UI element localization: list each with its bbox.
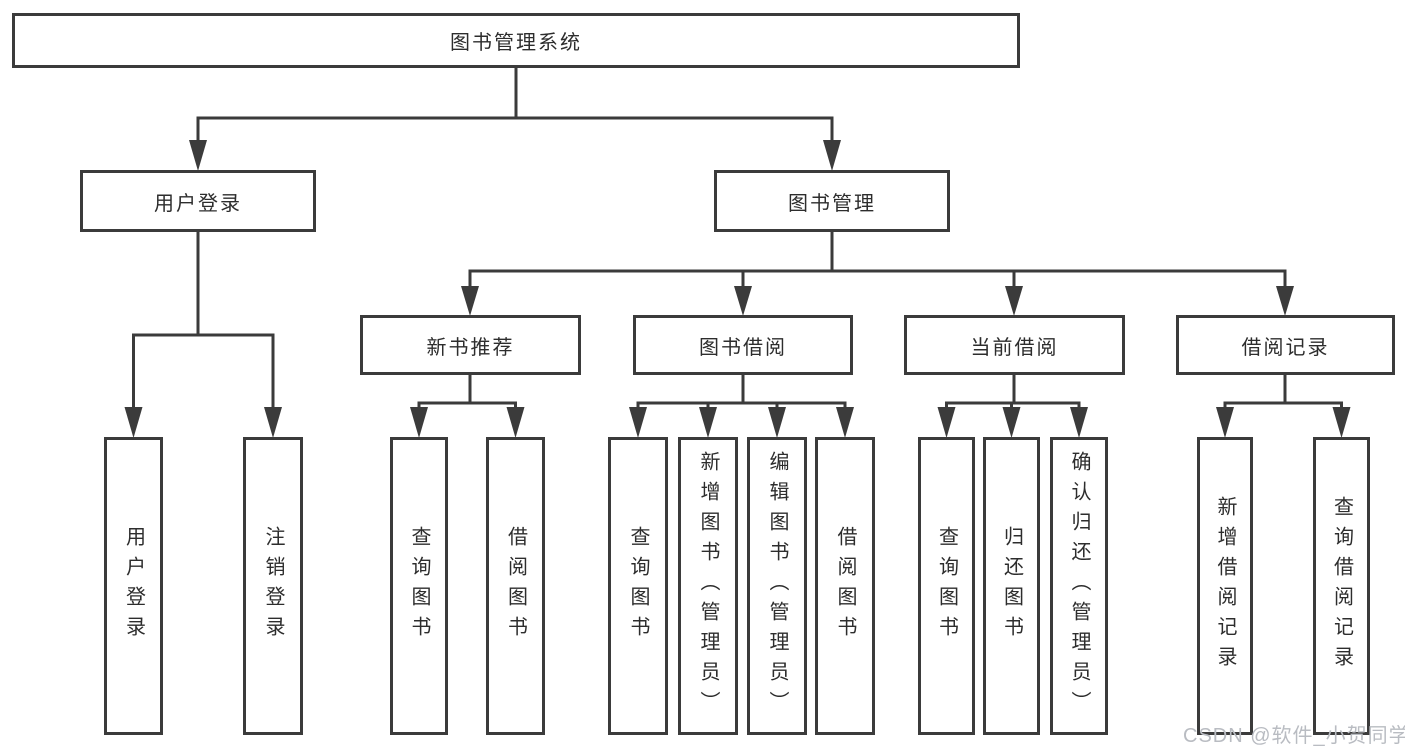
node-login-label: 用户登录	[122, 526, 145, 646]
node-query-books-current-label: 查询图书	[935, 526, 958, 646]
node-logout: 注销登录	[243, 437, 303, 735]
node-library-system-label: 图书管理系统	[450, 32, 582, 54]
node-current-borrowing-label: 当前借阅	[970, 336, 1059, 359]
node-query-borrow-record: 查询借阅记录	[1313, 437, 1370, 735]
node-return-book: 归还图书	[983, 437, 1040, 735]
node-add-borrow-record: 新增借阅记录	[1197, 437, 1253, 735]
node-add-book-admin: 新增图书（管理员）	[678, 437, 738, 735]
node-current-borrowing: 当前借阅	[904, 315, 1125, 375]
node-add-book-admin-label: 新增图书（管理员）	[697, 451, 719, 721]
node-query-books-recommend-label: 查询图书	[408, 526, 430, 646]
node-query-books-borrowing: 查询图书	[608, 437, 668, 735]
node-book-borrowing: 图书借阅	[633, 315, 853, 375]
node-edit-book-admin: 编辑图书（管理员）	[747, 437, 807, 735]
node-add-borrow-record-label: 新增借阅记录	[1214, 496, 1236, 676]
node-edit-book-admin-label: 编辑图书（管理员）	[766, 451, 788, 721]
node-query-borrow-record-label: 查询借阅记录	[1330, 496, 1353, 676]
node-logout-label: 注销登录	[262, 526, 284, 646]
node-query-books-recommend: 查询图书	[390, 437, 448, 735]
node-borrow-books-borrowing-label: 借阅图书	[834, 526, 856, 646]
node-login: 用户登录	[104, 437, 163, 735]
node-borrow-books-recommend: 借阅图书	[486, 437, 545, 735]
node-new-book-recommend: 新书推荐	[360, 315, 581, 375]
node-borrow-books-borrowing: 借阅图书	[815, 437, 875, 735]
node-confirm-return-admin: 确认归还（管理员）	[1050, 437, 1108, 735]
node-query-books-borrowing-label: 查询图书	[627, 526, 649, 646]
csdn-watermark: CSDN @软件_小贺同学	[1183, 725, 1405, 747]
node-confirm-return-admin-label: 确认归还（管理员）	[1068, 451, 1090, 721]
node-borrow-books-recommend-label: 借阅图书	[504, 526, 527, 646]
node-borrowing-records-label: 借阅记录	[1241, 336, 1330, 359]
node-user-login-group: 用户登录	[80, 170, 316, 232]
node-new-book-recommend-label: 新书推荐	[426, 336, 515, 359]
node-book-borrowing-label: 图书借阅	[699, 336, 787, 359]
node-book-management-label: 图书管理	[788, 192, 876, 215]
node-query-books-current: 查询图书	[918, 437, 975, 735]
node-user-login-group-label: 用户登录	[154, 192, 242, 215]
node-borrowing-records: 借阅记录	[1176, 315, 1395, 375]
node-book-management: 图书管理	[714, 170, 950, 232]
node-library-system: 图书管理系统	[12, 13, 1020, 68]
node-return-book-label: 归还图书	[1000, 526, 1023, 646]
